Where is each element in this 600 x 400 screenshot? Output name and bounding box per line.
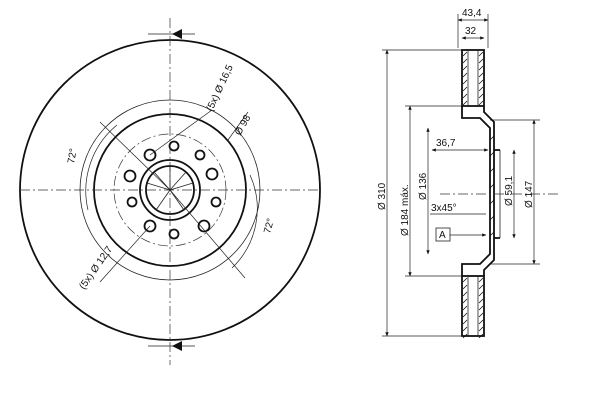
vent-hatch-mark xyxy=(478,100,484,106)
label-chamfer: 3x45° xyxy=(431,203,457,214)
vent-hatch-mark xyxy=(462,298,468,304)
leader-bolt-holes xyxy=(149,109,213,156)
vent-hatch-mark xyxy=(462,333,468,339)
small-hole xyxy=(210,196,222,208)
front-view: (5x) Ø 16,5 Ø 98 72° 72° (5x) Ø 12,7 xyxy=(19,18,321,365)
section-marker-bottom xyxy=(148,341,195,351)
vent-hatch-mark xyxy=(478,298,484,304)
section-view: 43,4 32 Ø 310 Ø 184 máx. Ø 136 36,7 3x45… xyxy=(377,8,560,339)
vent-hatch-mark xyxy=(462,319,468,325)
vent-hatch-mark xyxy=(478,291,484,297)
label-angle-top: 72° xyxy=(66,148,79,165)
vent-hatch-mark xyxy=(462,93,468,99)
vent-hatch-mark xyxy=(478,319,484,325)
vent-hatch-mark xyxy=(462,100,468,106)
hat-profile xyxy=(461,106,495,276)
vent-hatch-mark xyxy=(478,284,484,290)
label-small-holes: (5x) Ø 12,7 xyxy=(77,244,115,292)
vent-hatch-mark xyxy=(462,79,468,85)
vent-hatch-mark xyxy=(462,86,468,92)
hub-radial-lines xyxy=(146,166,194,211)
vent-hatch-mark xyxy=(462,326,468,332)
bolt-hole xyxy=(205,167,219,181)
small-hole xyxy=(126,196,138,208)
vent-hatch-mark xyxy=(478,51,484,57)
label-outer-diameter: Ø 310 xyxy=(377,182,388,210)
label-hub-face: Ø 147 xyxy=(524,180,535,208)
bolt-hole xyxy=(197,219,211,233)
leader-angle-top xyxy=(99,121,171,191)
hat-hatching xyxy=(489,135,495,237)
label-datum: A xyxy=(439,230,446,241)
angle-arc-top xyxy=(85,124,118,211)
vent-hatch-mark xyxy=(462,58,468,64)
vent-hatch-mark xyxy=(462,284,468,290)
vent-hatch-mark xyxy=(462,277,468,283)
small-hole xyxy=(194,149,206,161)
leader-small-holes xyxy=(99,225,151,283)
vent-hatching xyxy=(462,51,484,339)
leader-ring xyxy=(227,111,249,141)
vent-hatch-mark xyxy=(478,86,484,92)
label-angle-bottom: 72° xyxy=(262,217,277,234)
small-hole xyxy=(168,140,180,152)
angle-arc-bottom xyxy=(231,174,258,269)
bolt-hole xyxy=(143,219,157,233)
vent-hatch-mark xyxy=(478,58,484,64)
vent-hatch-mark xyxy=(478,277,484,283)
vent-hatch-mark xyxy=(478,305,484,311)
vent-hatch-mark xyxy=(478,326,484,332)
bolt-hole xyxy=(123,169,137,183)
vent-hatch-mark xyxy=(462,291,468,297)
vent-hatch-mark xyxy=(462,51,468,57)
label-bolt-holes: (5x) Ø 16,5 xyxy=(205,63,236,113)
small-hole xyxy=(168,228,180,240)
vent-hatch-mark xyxy=(462,65,468,71)
section-marker-top xyxy=(148,29,195,39)
label-braking-max: Ø 184 máx. xyxy=(400,184,411,236)
disc-section-lower xyxy=(461,275,485,337)
vent-hatch-mark xyxy=(478,312,484,318)
label-hat-height: 36,7 xyxy=(436,138,456,149)
vent-hatch-mark xyxy=(478,333,484,339)
label-bore: Ø 59,1 xyxy=(504,176,515,206)
label-total-thickness: 43,4 xyxy=(462,8,482,19)
label-center-ring: Ø 98 xyxy=(233,113,254,138)
bolt-hole xyxy=(143,148,157,162)
vent-hatch-mark xyxy=(478,79,484,85)
label-hat-diameter: Ø 136 xyxy=(418,172,429,200)
label-disc-thickness: 32 xyxy=(465,26,477,37)
datum-box xyxy=(435,227,451,242)
vent-hatch-mark xyxy=(478,65,484,71)
vent-hatch-mark xyxy=(478,72,484,78)
vent-hatch-mark xyxy=(478,93,484,99)
vent-hatch-mark xyxy=(462,312,468,318)
disc-section-upper xyxy=(461,49,485,107)
vent-hatch-mark xyxy=(462,72,468,78)
vent-hatch-mark xyxy=(462,305,468,311)
leader-angle-bottom xyxy=(169,189,246,279)
